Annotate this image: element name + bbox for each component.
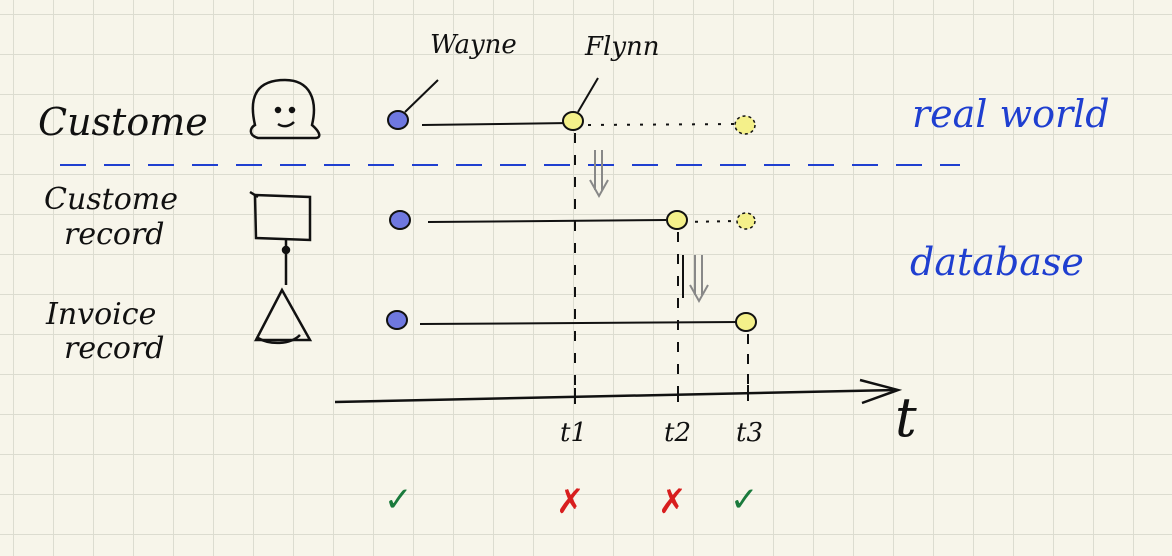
- invoice-record-label-line2: record: [64, 331, 165, 366]
- check-mark-t3: ✓: [730, 480, 759, 520]
- invoice-record-timeline-line: [419, 321, 741, 325]
- customer-record-timeline-line: [427, 219, 667, 223]
- time-axis-line: [334, 388, 896, 404]
- t2-label: t2: [664, 418, 691, 448]
- customer-record-flynn-dot: [666, 210, 688, 230]
- record-rectangle-icon: [249, 190, 312, 285]
- cross-mark-t1: ✗: [556, 482, 585, 522]
- cross-mark-t2: ✗: [658, 482, 687, 522]
- customer-record-label-line1: Custome: [44, 182, 178, 217]
- invoice-record-label-line1: Invoice: [46, 297, 157, 332]
- customer-record-future-dot: [736, 212, 756, 230]
- time-axis-arrowhead: [859, 378, 903, 405]
- customer-record-label-line2: record: [64, 217, 165, 252]
- customer-record-wayne-dot: [389, 210, 411, 230]
- customer-record-future-dotted-line: [683, 220, 739, 223]
- invoice-triangle-icon: [253, 287, 313, 345]
- real-world-label: real world: [912, 92, 1110, 136]
- customer-wayne-dot: [387, 110, 409, 130]
- database-label: database: [910, 240, 1084, 284]
- customer-timeline-line: [421, 122, 571, 126]
- flynn-pointer-line: [577, 77, 599, 113]
- propagation-arrow-1: [589, 150, 609, 199]
- propagation-arrow-2: [689, 255, 709, 304]
- customer-flynn-dot: [562, 111, 584, 131]
- t1-label: t1: [560, 418, 587, 448]
- wayne-label: Wayne: [430, 30, 517, 60]
- customer-future-dotted-line: [587, 123, 741, 126]
- customer-future-dot: [734, 115, 756, 135]
- time-axis-label: t: [895, 386, 917, 449]
- t3-label: t3: [736, 418, 763, 448]
- wayne-pointer-line: [404, 79, 439, 113]
- invoice-record-flynn-dot: [735, 312, 757, 332]
- check-mark-1: ✓: [384, 480, 413, 520]
- invoice-record-wayne-dot: [386, 310, 408, 330]
- customer-label: Custome: [38, 100, 208, 144]
- customer-face-icon: [249, 78, 321, 140]
- flynn-label: Flynn: [585, 32, 660, 62]
